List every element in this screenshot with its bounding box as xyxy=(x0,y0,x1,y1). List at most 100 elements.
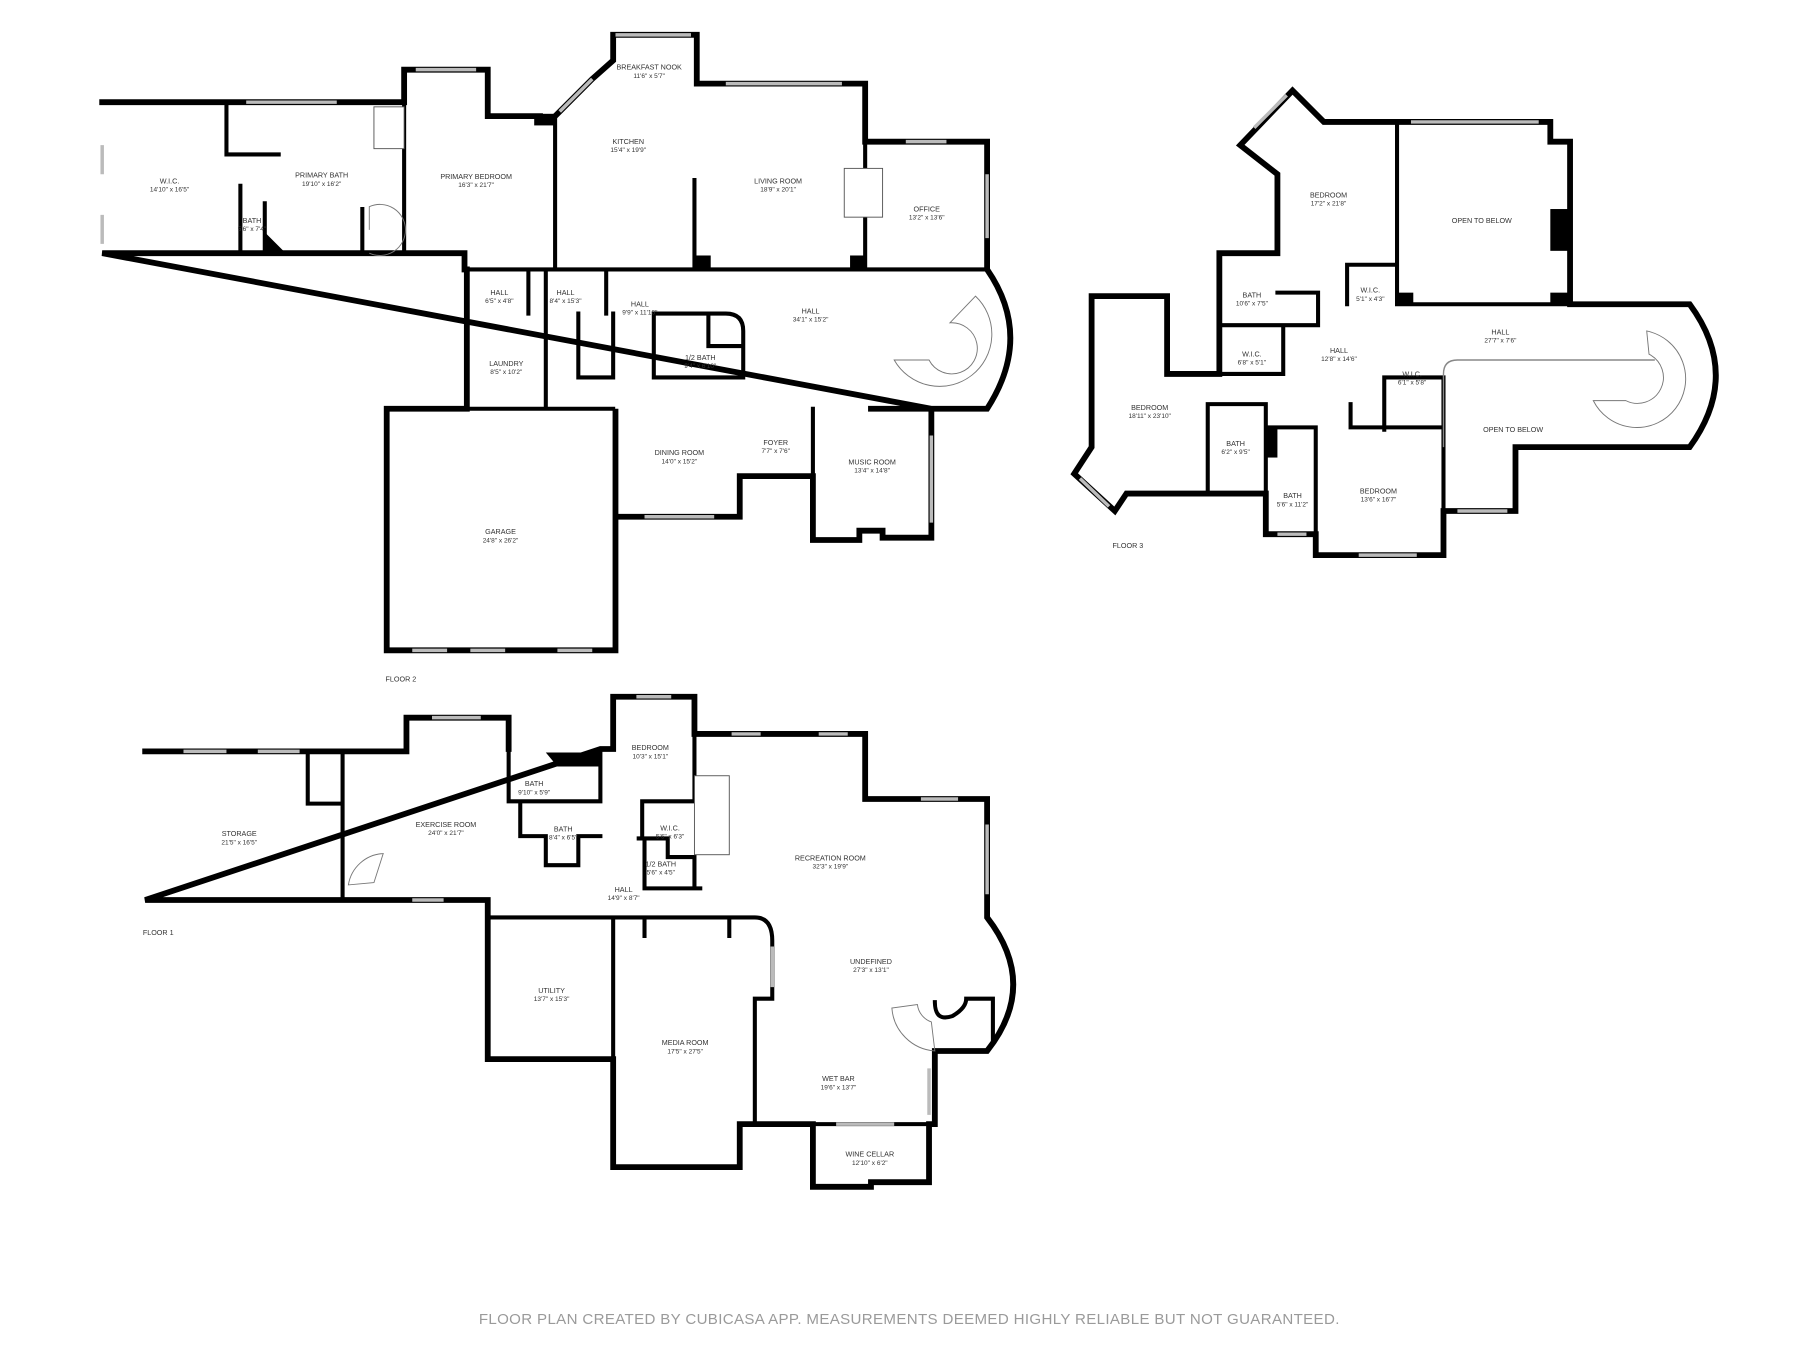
room-name: HALL xyxy=(631,300,649,309)
room-dimensions: 19'6" x 13'7" xyxy=(821,1084,857,1091)
room-dimensions: 34'1" x 15'2" xyxy=(793,317,829,324)
floor-1-plan xyxy=(142,693,1016,1190)
room-name: LIVING ROOM xyxy=(754,176,802,185)
room-name: WINE CELLAR xyxy=(845,1150,894,1159)
room-label: W.I.C.6'1" x 5'8" xyxy=(1398,369,1427,386)
floor-3-plan xyxy=(1070,86,1719,558)
room-name: W.I.C. xyxy=(160,176,180,185)
room-label: OPEN TO BELOW xyxy=(1452,216,1512,225)
room-dimensions: 24'8" x 26'2" xyxy=(483,537,519,544)
room-name: 1/2 BATH xyxy=(645,859,676,868)
spiral-stair-icon xyxy=(1592,330,1687,428)
room-name: HALL xyxy=(1491,327,1509,336)
room-dimensions: 27'3" x 13'1" xyxy=(853,967,889,974)
room-name: BATH xyxy=(1226,439,1245,448)
room-dimensions: 13'7" x 15'3" xyxy=(534,996,570,1003)
room-name: OFFICE xyxy=(914,204,941,213)
room-dimensions: 16'3" x 21'7" xyxy=(458,182,494,189)
room-label: W.I.C. 14'10" x 16'5" xyxy=(150,176,190,193)
room-dimensions: 12'8" x 14'6" xyxy=(1321,356,1357,363)
room-name: UTILITY xyxy=(538,986,565,995)
room-name: W.I.C. xyxy=(1402,369,1422,378)
floor-1-exterior-wall xyxy=(142,693,1016,1190)
floor-2-column xyxy=(534,113,556,126)
floor-3-column xyxy=(1550,292,1568,305)
room-dimensions: 5'6" x 7'4" xyxy=(238,226,267,233)
room-dimensions: 14'9" x 8'7" xyxy=(608,895,641,902)
room-name: BEDROOM xyxy=(1131,403,1168,412)
spiral-stair-icon xyxy=(368,203,993,387)
room-name: BATH xyxy=(243,216,262,225)
room-dimensions: 27'7" x 7'6" xyxy=(1484,338,1517,345)
room-name: BREAKFAST NOOK xyxy=(616,63,682,72)
room-name: 1/2 BATH xyxy=(685,353,716,362)
room-dimensions: 5'6" x 11'2" xyxy=(1277,501,1309,508)
room-dimensions: 13'4" x 14'8" xyxy=(854,468,890,475)
room-name: BATH xyxy=(525,779,544,788)
room-name: BATH xyxy=(1243,290,1262,299)
room-name: DINING ROOM xyxy=(655,448,705,457)
room-dimensions: 11'6" x 5'7" xyxy=(633,73,665,80)
room-name: W.I.C. xyxy=(1361,286,1381,295)
room-dimensions: 6'1" x 5'8" xyxy=(1398,379,1427,386)
room-name: EXERCISE ROOM xyxy=(416,820,477,829)
floor-label: FLOOR 1 xyxy=(143,928,174,937)
spiral-stair-icon xyxy=(347,853,936,1052)
room-name: HALL xyxy=(802,307,820,316)
room-name: FOYER xyxy=(763,438,788,447)
room-dimensions: 18'9" x 20'1" xyxy=(760,187,796,194)
disclaimer-footer: FLOOR PLAN CREATED BY CUBICASA APP. MEAS… xyxy=(479,1311,1340,1328)
room-name: BATH xyxy=(554,824,573,833)
floor-2-plan xyxy=(99,31,1014,654)
room-dimensions: 13'6" x 16'7" xyxy=(1361,497,1397,504)
room-dimensions: 14'10" x 16'5" xyxy=(150,187,190,194)
room-dimensions: 9'10" x 5'9" xyxy=(518,789,551,796)
room-dimensions: 6'5" x 4'8" xyxy=(485,298,514,305)
room-dimensions: 7'7" x 7'6" xyxy=(762,448,791,455)
floor-2-column xyxy=(694,255,711,270)
room-name: OPEN TO BELOW xyxy=(1483,425,1543,434)
room-dimensions: 14'0" x 15'2" xyxy=(662,458,698,465)
room-name: PRIMARY BEDROOM xyxy=(440,172,512,181)
room-name: HALL xyxy=(615,885,633,894)
floor-3-column xyxy=(1397,292,1414,305)
room-label: W.I.C.6'8" x 5'1" xyxy=(1238,350,1267,367)
floor-label: FLOOR 2 xyxy=(386,675,417,684)
floor-3-exterior-wall xyxy=(1070,86,1719,558)
open-to-below-railing xyxy=(1442,359,1655,448)
room-dimensions: 15'4" x 19'9" xyxy=(610,147,646,154)
room-dimensions: 32'3" x 19'9" xyxy=(812,864,848,871)
room-dimensions: 9'4" x 6'10" xyxy=(684,363,717,370)
room-dimensions: 10'6" x 7'5" xyxy=(1236,300,1269,307)
room-name: MEDIA ROOM xyxy=(662,1038,709,1047)
room-dimensions: 19'10" x 16'2" xyxy=(302,181,342,188)
room-dimensions: 6'8" x 5'1" xyxy=(1238,360,1267,367)
room-name: W.I.C. xyxy=(660,823,680,832)
room-name: RECREATION ROOM xyxy=(795,854,866,863)
floor-1-windows xyxy=(183,695,989,1126)
room-name: MUSIC ROOM xyxy=(848,458,896,467)
floor-label: FLOOR 3 xyxy=(1113,541,1144,550)
